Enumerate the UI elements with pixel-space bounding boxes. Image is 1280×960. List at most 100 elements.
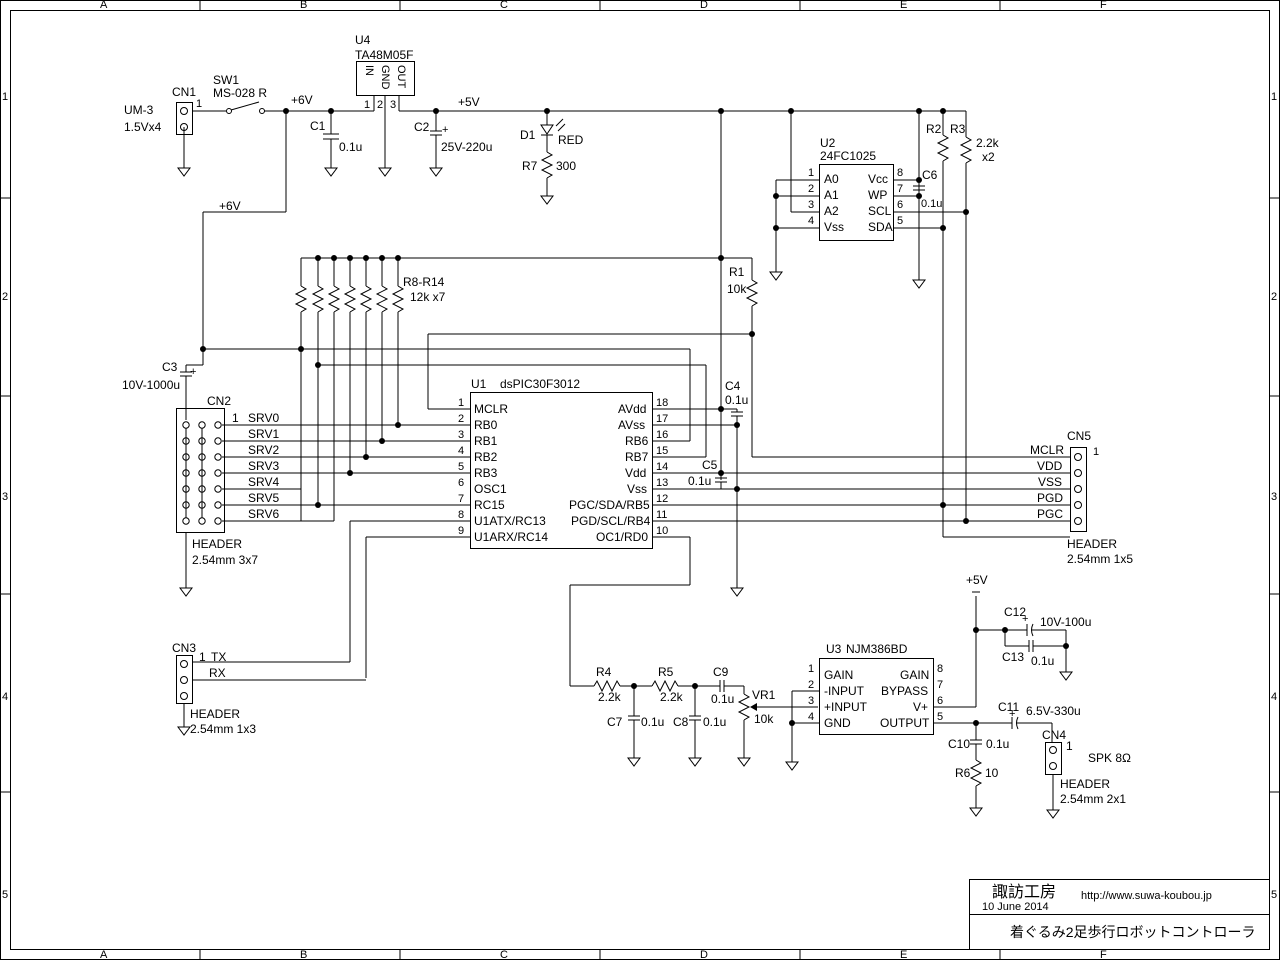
ground-icon [179,587,193,597]
cn5-spec: 2.54mm 1x5 [1067,552,1133,566]
u1-pin12: 12 [656,493,668,505]
power-input-section: UM-3 1.5Vx4 CN1 1 SW1 MS-028 R +6V C1 0.… [122,73,374,420]
u1-pin-mclr: MCLR [474,402,508,416]
u1-pin4: 4 [458,445,464,457]
r4-ref: R4 [596,665,612,679]
u2-pin5: 5 [897,215,903,227]
r1-resistor [745,279,759,307]
c3-value: 10V-1000u [122,378,180,392]
drawing-title: 着ぐるみ2足歩行ロボットコントローラ [1010,924,1256,940]
u1-body [470,392,653,549]
cn1-ref: CN1 [172,85,196,99]
title-block: 諏訪工房 http://www.suwa-koubou.jp 10 June 2… [969,879,1270,950]
c2-value: 25V-220u [441,140,492,154]
ground-icon [177,167,191,177]
sw1-contact-a [226,108,232,114]
frame-row-4-right: 4 [1271,691,1277,703]
u2-pin-vss: Vss [824,220,844,234]
u1-pin-rb7: RB7 [625,450,649,464]
u4-pin1: 1 [364,99,370,111]
rnet-ref: R8-R14 [403,275,445,289]
r3-ref: R3 [950,122,966,136]
frame-row-4-left: 4 [2,691,8,703]
svg-text:+: + [1009,708,1015,720]
u1-pin8: 8 [458,509,464,521]
cn5-icsp-header: CN5 1 MCLR VDD VSS PGD PGC HEADER 2.54mm… [1030,429,1133,566]
cn3-rx: RX [209,666,226,680]
cn5-pgc: PGC [1037,507,1063,521]
srv1-label: SRV1 [248,427,279,441]
u2-pin6: 6 [897,199,903,211]
c8-ref: C8 [673,715,689,729]
vr1-value: 10k [754,712,774,726]
c7-ref: C7 [607,715,623,729]
cn2-servo-header: CN2 1 SRV0 SRV1 SRV2 SRV3 SRV4 SRV5 SRV6 [176,394,470,588]
u1-pin9: 9 [458,525,464,537]
cn3-connector [176,655,193,704]
u3-amplifier: U3 NJM386BD GAIN -INPUT +INPUT GND 1 2 3… [789,573,1091,808]
led-section: D1 RED R7 300 [520,108,584,196]
c11-value: 6.5V-330u [1026,704,1081,718]
u3-pin2: 2 [808,679,814,691]
u3-pin-output: OUTPUT [880,716,930,730]
frame-row-2-right: 2 [1271,291,1277,303]
c5-ref: C5 [702,458,718,472]
u1-pin5: 5 [458,461,464,473]
u1-pin-avdd: AVdd [618,402,646,416]
frame-col-d-bottom: D [700,949,708,960]
srv0-label: SRV0 [248,411,279,425]
cn5-connector [1070,447,1087,532]
sw1-lever [230,101,260,111]
u1-pin-vdd: Vdd [625,466,646,480]
u3-pin8: 8 [937,663,943,675]
pullup-network: R8-R14 12k x7 R1 10k [294,108,759,521]
u2-body [819,164,894,241]
d1-ref: D1 [520,128,536,142]
srv2-label: SRV2 [248,443,279,457]
u3-pin1: 1 [808,663,814,675]
vr1-ref: VR1 [752,688,776,702]
u3-pin-pinput: +INPUT [824,700,868,714]
cn3-type: HEADER [190,707,240,721]
d1-value: RED [558,133,584,147]
cn3-uart-header: CN3 1 TX RX HEADER 2.54mm 1x3 [172,641,366,736]
cn4-connector [1045,742,1062,775]
r1-ref: R1 [729,265,745,279]
frame-row-3-right: 3 [1271,491,1277,503]
frame-col-d-top: D [700,0,708,11]
frame-row-5-right: 5 [1271,889,1277,901]
d1-diode [540,124,554,135]
r3-resistor [959,136,973,164]
u2-eeprom: U2 24FC1025 A0 A1 A2 Vss 1 2 3 4 Vcc WP … [773,108,1000,537]
u1-pin-rb1: RB1 [474,434,498,448]
svg-text:+: + [442,124,448,136]
c8-value: 0.1u [703,715,726,729]
cn5-mclr: MCLR [1030,443,1064,457]
frame-row-5-left: 5 [2,889,8,901]
ground-icon [769,271,783,281]
ground-icon [324,167,338,177]
r5-resistor [651,679,679,693]
u1-pin13: 13 [656,477,668,489]
u1-pin-rc15: RC15 [474,498,505,512]
ground-symbols [177,167,1073,819]
frame-col-c-top: C [500,0,508,11]
cn3-spec: 2.54mm 1x3 [190,722,256,736]
u3-pin-vplus: V+ [913,700,928,714]
ground-icon [177,726,191,736]
u3-body [819,658,934,735]
frame-row-1-left: 1 [2,91,8,103]
u3-pin-gain1: GAIN [824,668,853,682]
c4-ref: C4 [725,379,741,393]
u3-ref: U3 [826,642,842,656]
net-6v-label-b: +6V [219,199,241,213]
battery-label: UM-3 [124,103,154,117]
u1-pin-rb0: RB0 [474,418,498,432]
c1-ref: C1 [310,119,326,133]
cn3-tx: TX [211,650,226,664]
c13-ref: C13 [1002,650,1024,664]
u2-ref: U2 [820,136,836,150]
drawing-date: 10 June 2014 [982,901,1049,913]
srv3-label: SRV3 [248,459,279,473]
u2-part: 24FC1025 [820,149,876,163]
